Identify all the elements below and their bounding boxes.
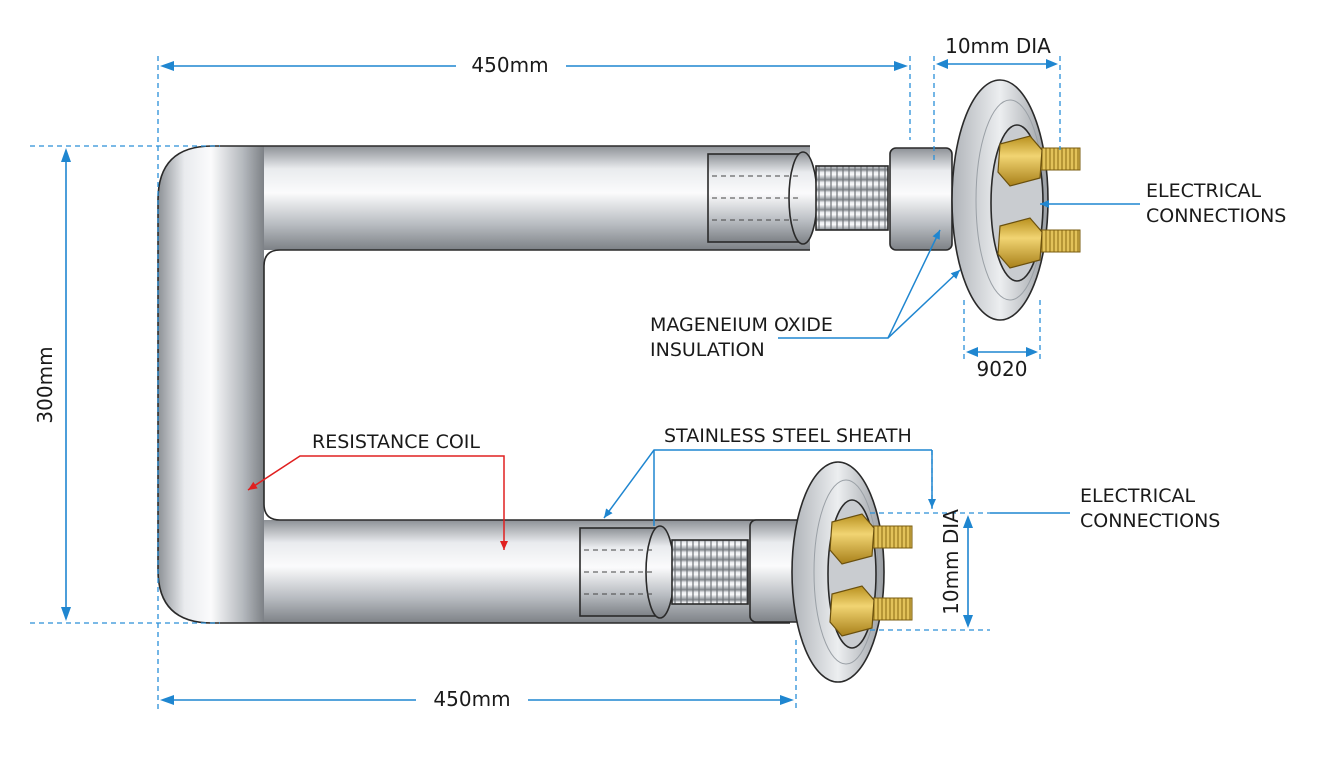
top-length-label: 450mm <box>471 53 548 77</box>
top-lower-bolt <box>997 217 1081 269</box>
resistance-coil-label: RESISTANCE COIL <box>312 431 480 453</box>
top-terminal-assembly <box>707 79 1081 321</box>
electrical-bottom-label-line2: CONNECTIONS <box>1080 510 1220 532</box>
electrical-top-label-line1: ELECTRICAL <box>1146 180 1262 202</box>
bottom-terminal-assembly <box>579 461 913 683</box>
electrical-bottom-label-line1: ELECTRICAL <box>1080 485 1196 507</box>
bottom-upper-bolt <box>829 513 913 565</box>
electrical-top-label-line2: CONNECTIONS <box>1146 205 1286 227</box>
dimension-lines <box>30 56 1061 712</box>
top-dia-label: 10mm DIA <box>945 34 1051 58</box>
insulation-label-line2: INSULATION <box>650 339 765 361</box>
bottom-length-label: 450mm <box>433 687 510 711</box>
leader-lines <box>247 200 1140 550</box>
height-label: 300mm <box>33 346 57 423</box>
insulation-label-line1: MAGENEIUM OXIDE <box>650 314 833 336</box>
sheath-label: STAINLESS STEEL SHEATH <box>664 425 912 447</box>
top-upper-bolt <box>997 135 1081 187</box>
flange-width-label: 9020 <box>977 357 1028 381</box>
bottom-lower-bolt <box>829 585 913 637</box>
right-dia-label: 10mm DIA <box>939 509 963 615</box>
